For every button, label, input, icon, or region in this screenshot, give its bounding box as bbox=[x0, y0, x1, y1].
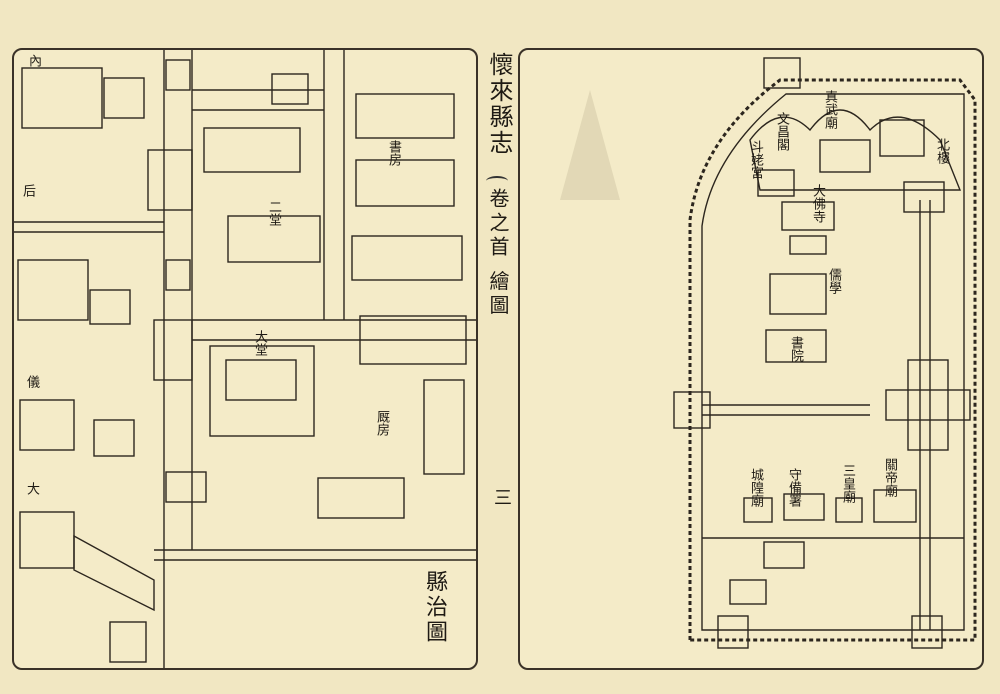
book-title: 懷來縣志 bbox=[485, 52, 513, 156]
label-inner-gate: 內 bbox=[26, 54, 41, 67]
label-small-hall: 厩房 bbox=[374, 410, 389, 436]
left-map-page: 書房 二堂 大堂 儀 大 內 后 厩房 縣治圖 bbox=[12, 48, 478, 670]
label-three-emperors: 三皇廟 bbox=[840, 464, 855, 503]
label-guandi: 關帝廟 bbox=[882, 458, 897, 497]
center-spine: 懷來縣志 卷之首 繪圖 三 bbox=[476, 48, 516, 666]
label-garrison: 守備署 bbox=[786, 468, 801, 507]
city-map-drawing bbox=[560, 57, 977, 649]
yamen-map-drawing bbox=[14, 50, 476, 668]
right-map-page: 真武廟 斗姥宮 大佛寺 儒學 書院 城隍廟 守備署 三皇廟 關帝廟 文昌閣 北樓 bbox=[518, 48, 984, 670]
label-north-gate: 北樓 bbox=[934, 138, 949, 164]
label-back-room: 后 bbox=[20, 184, 35, 197]
label-main-temple: 真武廟 bbox=[822, 90, 837, 129]
label-wen-temple: 文昌閣 bbox=[774, 112, 789, 151]
map-title-yamen: 縣治圖 bbox=[422, 570, 447, 645]
label-academy: 書院 bbox=[788, 336, 803, 362]
fish-tail-mark bbox=[486, 176, 508, 186]
label-second-hall: 二堂 bbox=[266, 200, 281, 226]
label-dou-temple: 斗姥宮 bbox=[748, 140, 763, 179]
label-da-temple: 大佛寺 bbox=[810, 184, 825, 223]
label-yi-gate: 儀 bbox=[24, 375, 39, 388]
label-big-gate: 大 bbox=[24, 482, 39, 495]
label-confucian-school: 儒學 bbox=[826, 268, 841, 294]
label-great-hall: 大堂 bbox=[252, 330, 267, 356]
page-number: 三 bbox=[491, 488, 512, 506]
label-city-god: 城隍廟 bbox=[748, 468, 763, 507]
chapter-label: 卷之首 繪圖 bbox=[486, 188, 510, 319]
label-study-hall: 書房 bbox=[386, 140, 401, 166]
